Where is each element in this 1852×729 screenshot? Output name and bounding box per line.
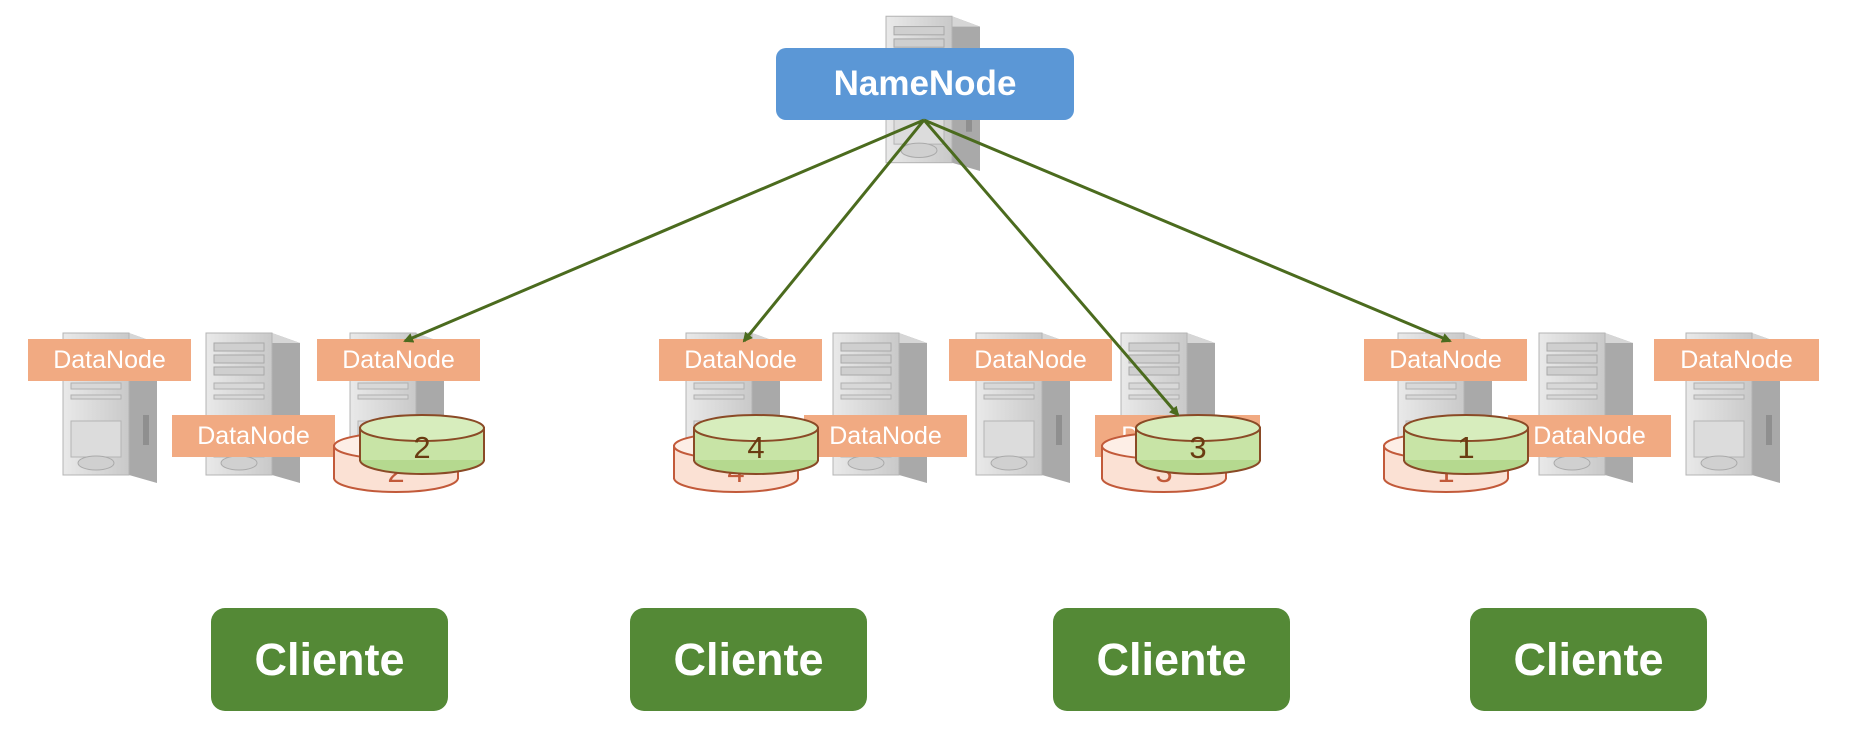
block-number: 4 bbox=[747, 430, 765, 465]
datanode-label: DataNode bbox=[659, 339, 822, 381]
datanode-label: DataNode bbox=[1508, 415, 1671, 457]
cliente-box: Cliente bbox=[211, 608, 448, 711]
datanode-label: DataNode bbox=[172, 415, 335, 457]
datanode-label: DataNode bbox=[317, 339, 480, 381]
block-disk: 2 bbox=[358, 414, 486, 478]
namenode-box: NameNode bbox=[776, 48, 1074, 120]
cliente-box: Cliente bbox=[1053, 608, 1290, 711]
datanode-label: DataNode bbox=[1654, 339, 1819, 381]
datanode-label: DataNode bbox=[949, 339, 1112, 381]
arrow-to-datanode bbox=[923, 118, 1452, 343]
block-disk: 4 bbox=[692, 414, 820, 478]
block-disk: 3 bbox=[1134, 414, 1262, 478]
server-tower-icon bbox=[205, 332, 301, 484]
arrow-to-datanode bbox=[403, 118, 925, 343]
server-tower-icon bbox=[832, 332, 928, 484]
datanode-label: DataNode bbox=[28, 339, 191, 381]
cliente-box: Cliente bbox=[1470, 608, 1707, 711]
block-number: 3 bbox=[1189, 430, 1207, 465]
block-number: 1 bbox=[1457, 430, 1475, 465]
datanode-label: DataNode bbox=[804, 415, 967, 457]
cliente-box: Cliente bbox=[630, 608, 867, 711]
server-tower-icon bbox=[1538, 332, 1634, 484]
block-number: 2 bbox=[413, 430, 431, 465]
block-disk: 1 bbox=[1402, 414, 1530, 478]
datanode-label: DataNode bbox=[1364, 339, 1527, 381]
